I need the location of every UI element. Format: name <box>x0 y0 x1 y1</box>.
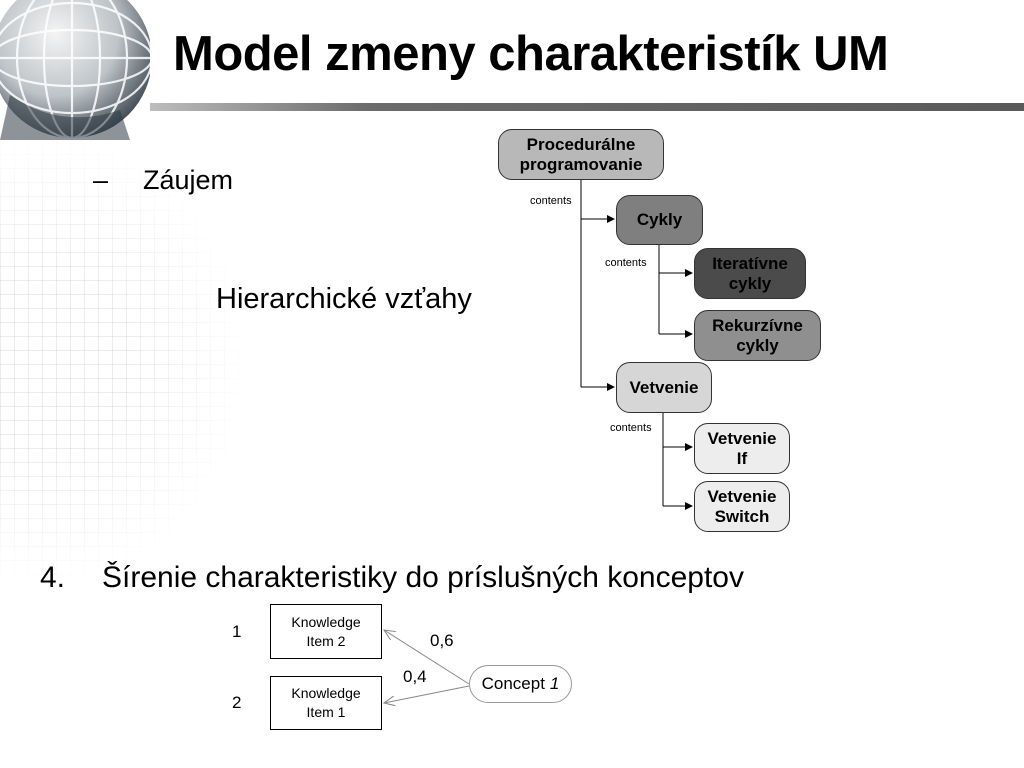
node-vetvenie-if-line2: If <box>736 448 748 468</box>
concept-label: Concept <box>481 674 545 693</box>
background-grid-decoration <box>0 140 240 580</box>
node-rekurzivne-line1: Rekurzívne <box>712 315 803 335</box>
title-underline <box>150 103 1024 111</box>
knowledge-item-2-line1: Knowledge <box>291 613 361 630</box>
numbered-item-text: Šírenie charakteristiky do príslušných k… <box>102 561 744 594</box>
node-iterativne-line2: cykly <box>728 273 772 293</box>
numbered-item-number: 4. <box>40 561 66 594</box>
knowledge-item-1-line1: Knowledge <box>291 685 361 701</box>
concept-to-knowledge-item-1-arrow <box>384 685 470 703</box>
knowledge-item-2-line2: Item 2 <box>306 632 346 649</box>
node-proceduralne-line1: Procedurálne <box>526 134 636 154</box>
node-vetvenie-switch-line1: Vetvenie <box>707 486 777 506</box>
edge-label-contents-root: contents <box>530 195 572 207</box>
edge-label-contents-vetvenie: contents <box>610 422 652 434</box>
node-iterativne-line1: Iteratívne <box>712 253 788 273</box>
node-proceduralne-line2: programovanie <box>519 154 643 174</box>
globe-icon <box>0 0 150 140</box>
node-vetvenie-if-line1: Vetvenie <box>707 428 777 448</box>
bullet-item: – Záujem <box>93 165 233 196</box>
knowledge-item-1-line2: Item 1 <box>306 704 346 720</box>
weight-label-bottom: 0,4 <box>403 667 427 686</box>
rank-label-1: 1 <box>232 622 242 641</box>
hierarchy-caption: Hierarchické vzťahy <box>216 283 472 315</box>
node-vetvenie-switch-line2: Switch <box>714 506 770 526</box>
slide-title: Model zmeny charakteristík UM <box>173 27 889 81</box>
bullet-marker: – <box>93 165 109 195</box>
node-vetvenie: Vetvenie <box>616 362 712 413</box>
node-cykly: Cykly <box>616 195 703 245</box>
node-rekurzivne-line2: cykly <box>736 335 779 355</box>
bullet-text: Záujem <box>143 165 234 195</box>
numbered-item: 4. Šírenie charakteristiky do príslušných… <box>40 561 744 595</box>
concept-to-knowledge-item-2-arrow <box>384 630 470 685</box>
concept-index: 1 <box>549 674 560 693</box>
rank-label-2: 2 <box>232 693 242 712</box>
edge-label-contents-cykly: contents <box>605 257 647 269</box>
weight-label-top: 0,6 <box>430 631 454 650</box>
